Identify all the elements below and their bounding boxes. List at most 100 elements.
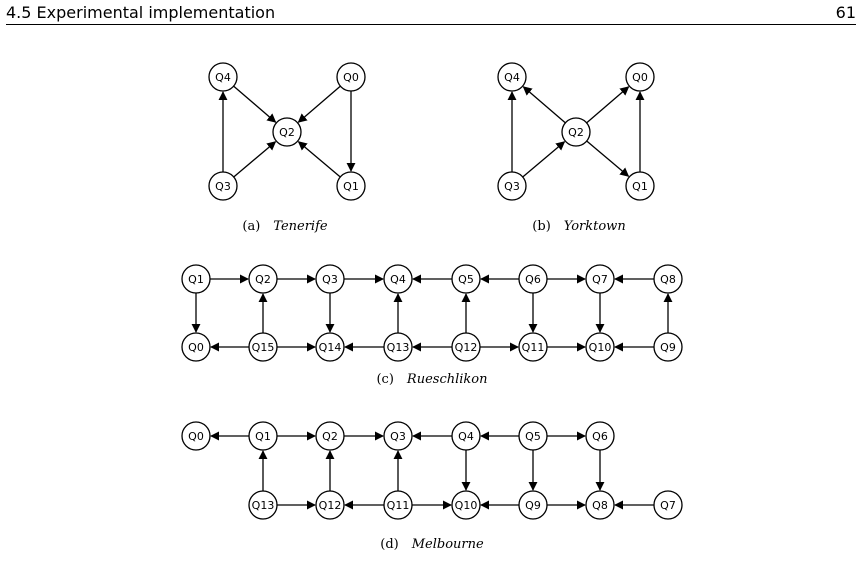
- node-label: Q1: [188, 273, 204, 286]
- node-q12: Q12: [451, 332, 481, 362]
- node-q7: Q7: [585, 264, 615, 294]
- node-label: Q9: [660, 341, 676, 354]
- node-label: Q15: [252, 341, 275, 354]
- node-label: Q11: [522, 341, 545, 354]
- node-q13: Q13: [248, 490, 278, 520]
- caption-name: Yorktown: [551, 219, 626, 234]
- node-q3: Q3: [497, 171, 527, 201]
- node-q0: Q0: [181, 421, 211, 451]
- node-q5: Q5: [518, 421, 548, 451]
- node-label: Q4: [215, 71, 231, 84]
- node-label: Q2: [568, 126, 584, 139]
- node-label: Q3: [215, 180, 231, 193]
- caption-label: (b): [532, 219, 550, 234]
- node-q1: Q1: [248, 421, 278, 451]
- edge-q0-to-q2: [297, 85, 341, 123]
- node-q8: Q8: [585, 490, 615, 520]
- node-label: Q2: [255, 273, 271, 286]
- edge-q2-to-q0: [586, 86, 630, 124]
- node-q2: Q2: [561, 117, 591, 147]
- node-label: Q3: [390, 430, 406, 443]
- node-label: Q4: [390, 273, 406, 286]
- node-label: Q0: [188, 341, 204, 354]
- node-label: Q0: [188, 430, 204, 443]
- node-label: Q6: [592, 430, 608, 443]
- node-q1: Q1: [625, 171, 655, 201]
- node-label: Q14: [319, 341, 342, 354]
- caption-label: (a): [242, 219, 260, 234]
- node-label: Q3: [322, 273, 338, 286]
- node-q0: Q0: [181, 332, 211, 362]
- node-q2: Q2: [248, 264, 278, 294]
- node-q6: Q6: [585, 421, 615, 451]
- node-q9: Q9: [653, 332, 683, 362]
- node-q3: Q3: [208, 171, 238, 201]
- caption-name: Melbourne: [399, 537, 484, 552]
- edge-q4-to-q2: [233, 85, 277, 123]
- node-q15: Q15: [248, 332, 278, 362]
- node-q8: Q8: [653, 264, 683, 294]
- node-q0: Q0: [336, 62, 366, 92]
- node-label: Q13: [387, 341, 410, 354]
- node-label: Q2: [279, 126, 295, 139]
- node-label: Q11: [387, 499, 410, 512]
- caption-name: Tenerife: [260, 219, 328, 234]
- edge-q2-to-q4: [522, 86, 566, 124]
- caption-label: (c): [376, 372, 393, 387]
- node-label: Q12: [455, 341, 478, 354]
- node-q10: Q10: [585, 332, 615, 362]
- node-q6: Q6: [518, 264, 548, 294]
- node-q2: Q2: [272, 117, 302, 147]
- node-q7: Q7: [653, 490, 683, 520]
- node-q5: Q5: [451, 264, 481, 294]
- node-label: Q9: [525, 499, 541, 512]
- section-title: 4.5 Experimental implementation: [6, 3, 276, 22]
- node-label: Q8: [660, 273, 676, 286]
- node-label: Q5: [525, 430, 541, 443]
- node-label: Q4: [458, 430, 474, 443]
- edge-q3-to-q2: [522, 141, 566, 178]
- node-label: Q6: [525, 273, 541, 286]
- node-q4: Q4: [208, 62, 238, 92]
- node-q1: Q1: [181, 264, 211, 294]
- node-label: Q13: [252, 499, 275, 512]
- edge-q3-to-q2: [233, 141, 277, 178]
- node-q4: Q4: [497, 62, 527, 92]
- node-label: Q12: [319, 499, 342, 512]
- caption-label: (d): [380, 537, 398, 552]
- node-q4: Q4: [383, 264, 413, 294]
- node-q10: Q10: [451, 490, 481, 520]
- node-label: Q2: [322, 430, 338, 443]
- node-label: Q7: [592, 273, 608, 286]
- node-q12: Q12: [315, 490, 345, 520]
- figure-caption-c: (c) Rueschlikon: [376, 372, 487, 387]
- node-label: Q8: [592, 499, 608, 512]
- node-q13: Q13: [383, 332, 413, 362]
- node-q2: Q2: [315, 421, 345, 451]
- node-label: Q10: [455, 499, 478, 512]
- caption-name: Rueschlikon: [394, 372, 488, 387]
- figure-caption-b: (b) Yorktown: [532, 219, 625, 234]
- node-q14: Q14: [315, 332, 345, 362]
- node-q1: Q1: [336, 171, 366, 201]
- node-label: Q0: [632, 71, 648, 84]
- node-label: Q0: [343, 71, 359, 84]
- node-label: Q1: [255, 430, 271, 443]
- figure-caption-a: (a) Tenerife: [242, 219, 328, 234]
- node-q11: Q11: [518, 332, 548, 362]
- page-number: 61: [835, 3, 856, 22]
- node-label: Q3: [504, 180, 520, 193]
- node-q3: Q3: [315, 264, 345, 294]
- node-label: Q7: [660, 499, 676, 512]
- figure-caption-d: (d) Melbourne: [380, 537, 484, 552]
- node-label: Q10: [589, 341, 612, 354]
- edge-q2-to-q1: [586, 140, 630, 177]
- node-q11: Q11: [383, 490, 413, 520]
- node-q3: Q3: [383, 421, 413, 451]
- node-q9: Q9: [518, 490, 548, 520]
- node-label: Q1: [632, 180, 648, 193]
